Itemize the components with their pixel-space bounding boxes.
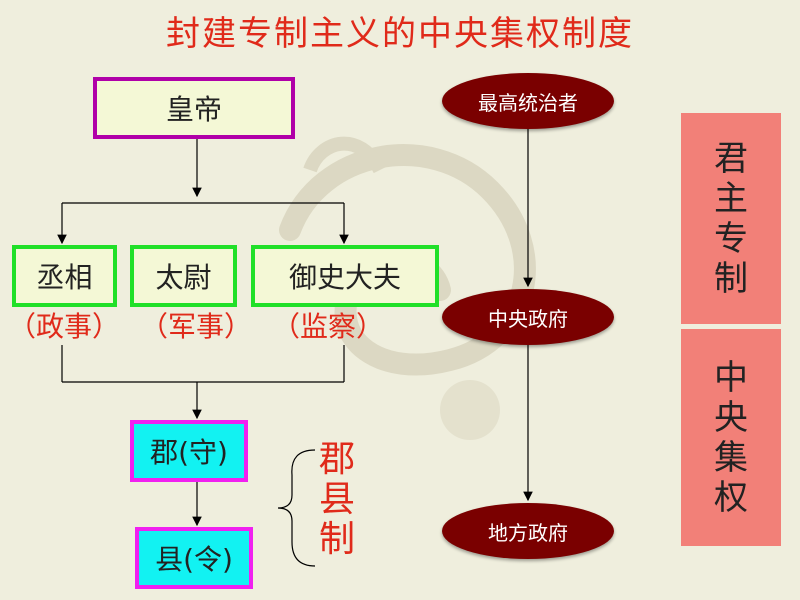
minister-yushi-label: 御史大夫 (288, 261, 401, 294)
yushi-role: （监察） (272, 310, 385, 343)
county-label: 县(令) (155, 543, 233, 576)
minister-taiwei-box: 太尉 (130, 245, 237, 307)
panel-char: 主 (714, 178, 748, 219)
minister-chengxiang-box: 丞相 (12, 245, 117, 307)
hierarchy-local-government: 地方政府 (442, 503, 614, 559)
panel-char: 君 (714, 138, 748, 179)
panel-char: 中 (714, 357, 748, 398)
county-box: 县(令) (135, 527, 253, 589)
commandery-label: 郡(守) (150, 436, 228, 469)
minister-taiwei-label: 太尉 (155, 261, 212, 294)
panel-char: 专 (714, 218, 748, 259)
hierarchy-central-government: 中央政府 (442, 289, 614, 345)
minister-yushi-box: 御史大夫 (251, 245, 439, 307)
system-char: 郡 (318, 439, 355, 480)
centralization-panel: 中 央 集 权 (681, 329, 781, 546)
taiwei-role: （军事） (140, 310, 253, 343)
commandery-county-system-label: 郡 县 制 (316, 440, 358, 560)
panel-char: 权 (714, 477, 748, 518)
minister-chengxiang-label: 丞相 (36, 261, 93, 294)
panel-char: 制 (714, 258, 748, 299)
hierarchy-supreme-ruler: 最高统治者 (442, 73, 614, 129)
page-title: 封建专制主义的中央集权制度 (166, 14, 634, 54)
panel-char: 央 (714, 397, 748, 438)
autocracy-panel: 君 主 专 制 (681, 113, 781, 324)
panel-char: 集 (714, 437, 748, 478)
system-char: 县 (318, 479, 355, 520)
system-char: 制 (318, 519, 355, 560)
chengxiang-role: （政事） (8, 310, 121, 343)
emperor-label: 皇帝 (165, 93, 222, 126)
commandery-box: 郡(守) (130, 420, 248, 482)
emperor-box: 皇帝 (93, 77, 295, 139)
